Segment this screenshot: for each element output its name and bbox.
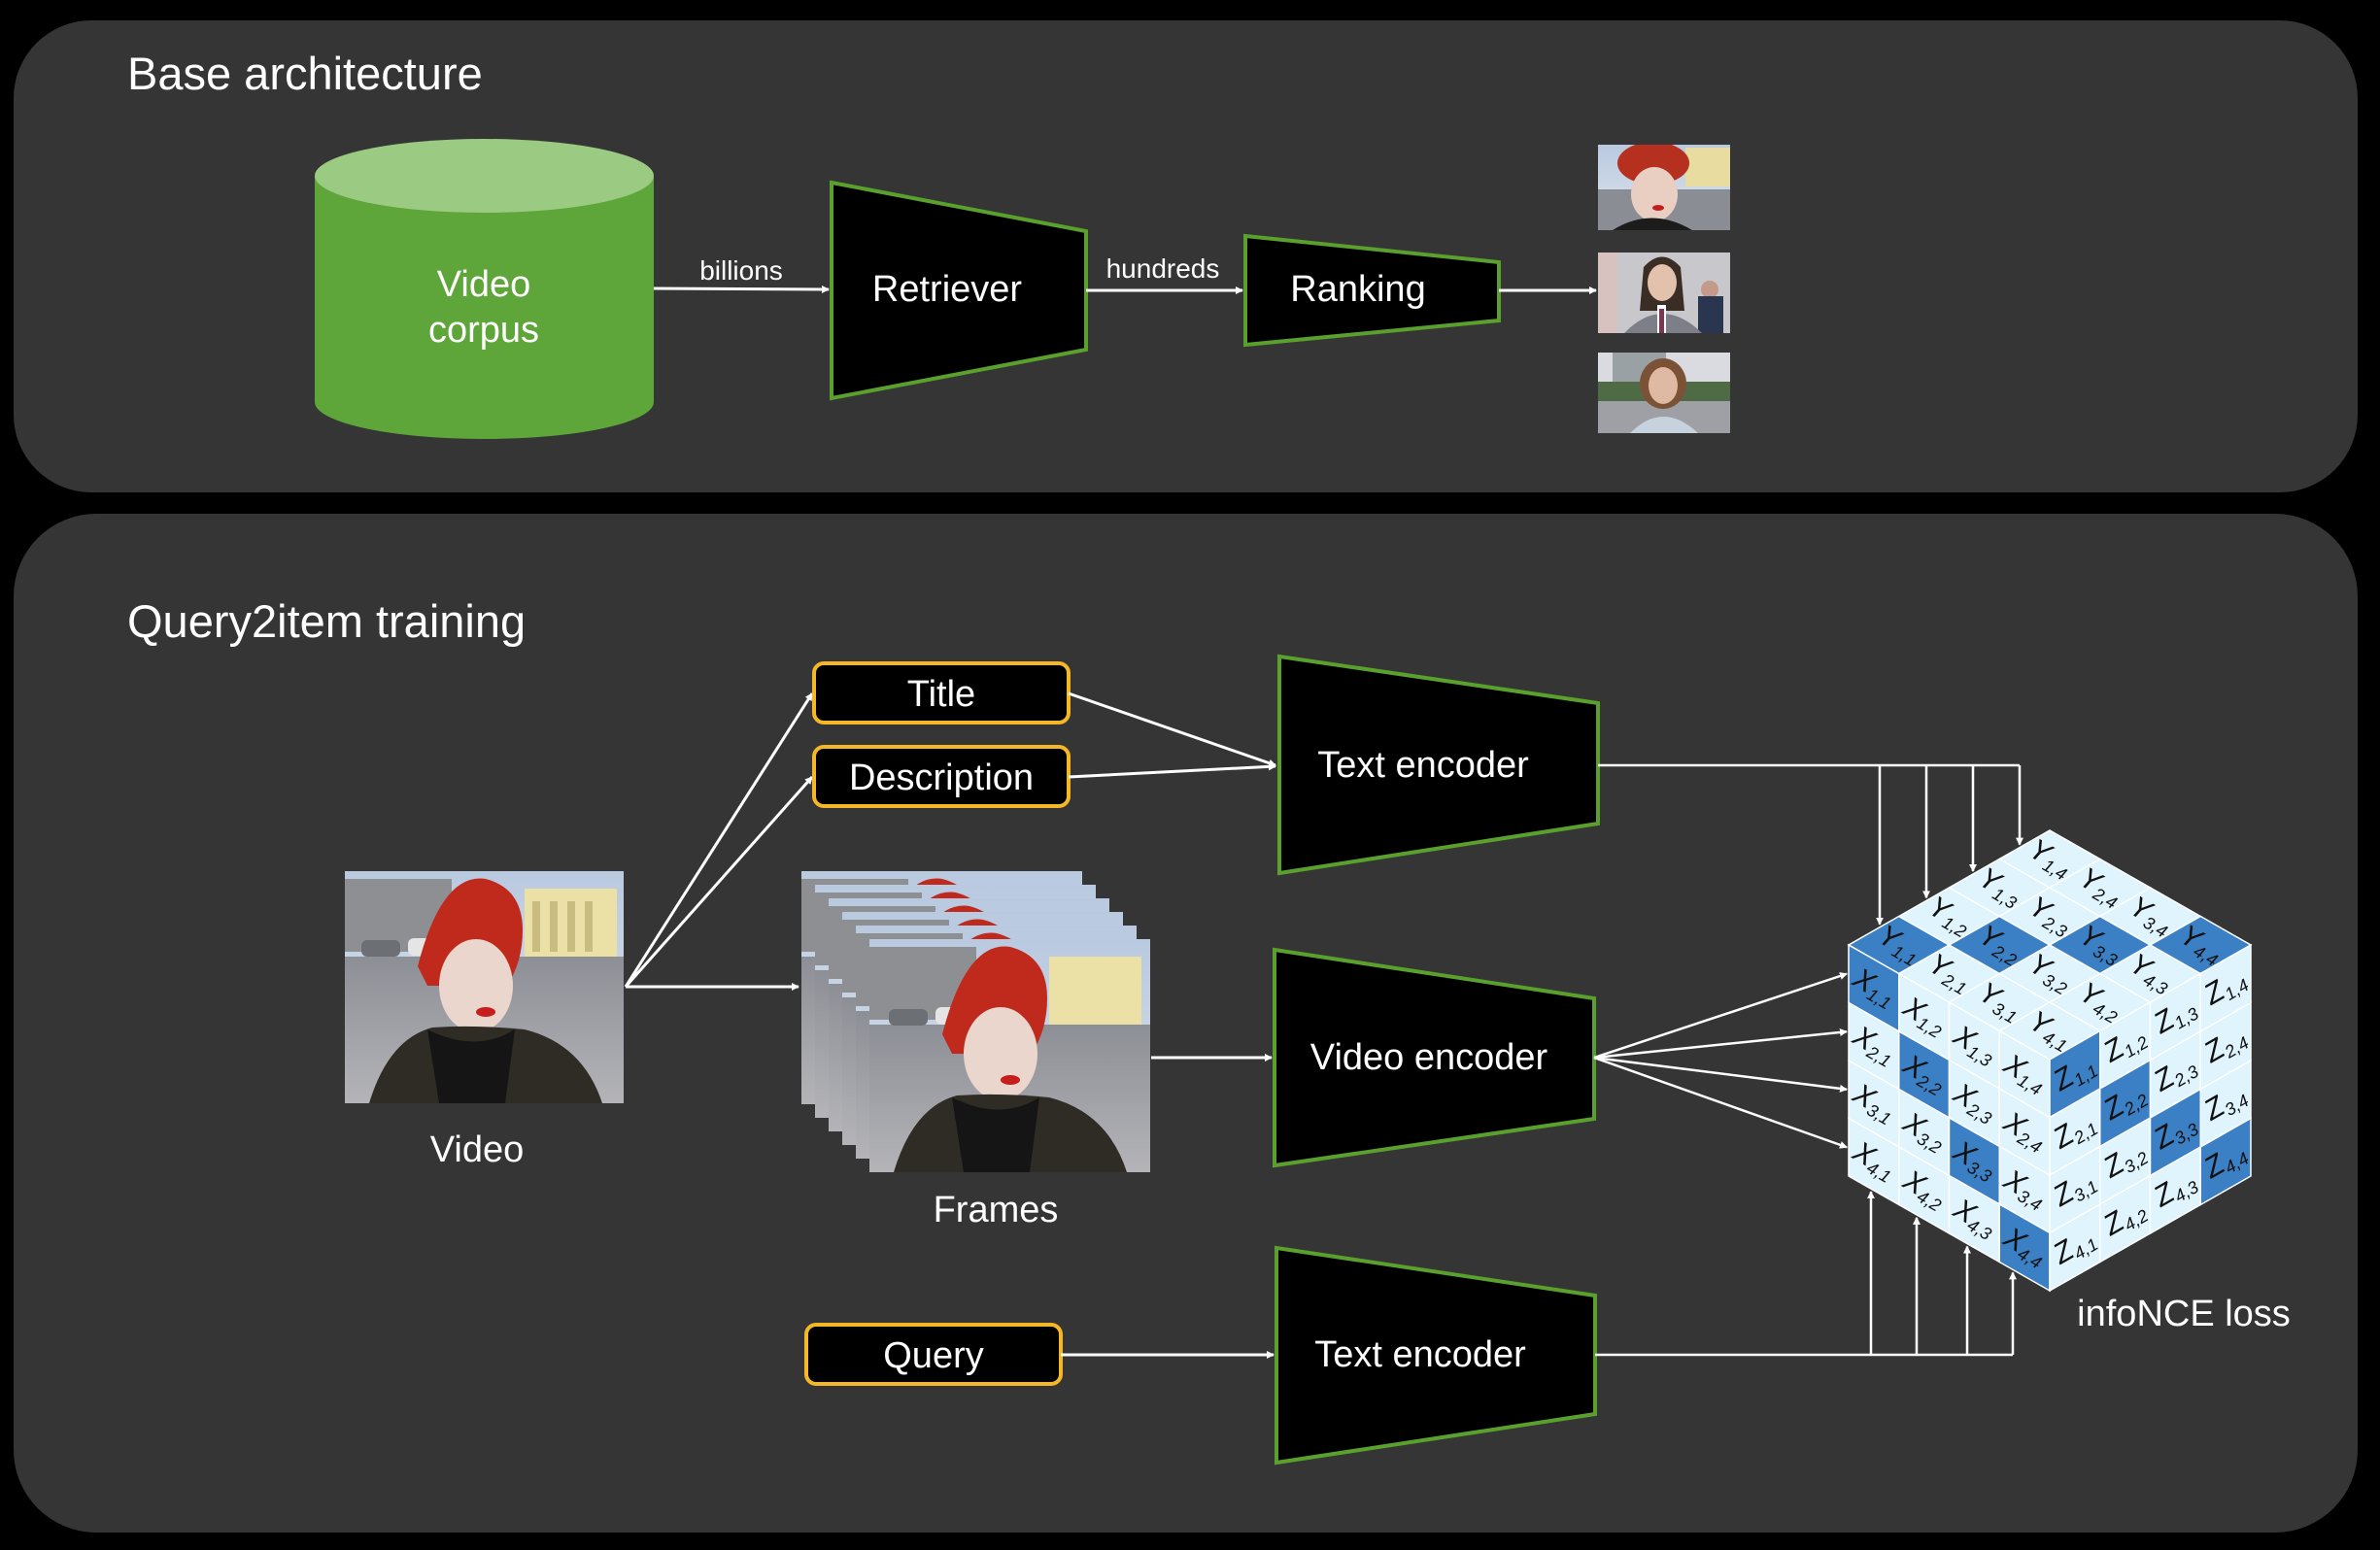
query-input-box[interactable]: Query	[804, 1323, 1063, 1386]
connector-to-x-row-4	[1593, 1056, 1848, 1149]
connector-to-x-row-3	[1593, 1056, 1848, 1093]
cube-cell-z-1-2: Z1,2	[2097, 1000, 2152, 1091]
arrow-title-to-text-encoder	[1068, 691, 1276, 767]
text-encoder-top-label: Text encoder	[1317, 745, 1529, 786]
frames-label: Frames	[934, 1190, 1059, 1230]
cube-cell-z-4-4: Z4,4	[2197, 1117, 2252, 1206]
cube-cell-x-1-3: X1,3	[1947, 1000, 2002, 1091]
result-thumbnail-1[interactable]	[1598, 142, 1730, 230]
video-corpus-cylinder: Video corpus	[315, 139, 654, 439]
result-thumbnail-2[interactable]	[1598, 253, 1730, 333]
query-box-label: Query	[883, 1335, 983, 1376]
connectors	[1593, 763, 2023, 1357]
arrow-corpus-to-retriever	[653, 285, 830, 293]
frame-6	[869, 939, 1150, 1172]
arrow-video-to-description	[624, 776, 814, 988]
cube-cell-z-2-1: Z2,1	[2047, 1087, 2101, 1177]
arrow-video-to-title	[624, 692, 814, 988]
ranking-label: Ranking	[1290, 269, 1425, 310]
text-encoder-bottom-label: Text encoder	[1314, 1334, 1526, 1375]
connector-to-x-row-1	[1593, 972, 1848, 1060]
video-corpus-label-line2: corpus	[428, 310, 539, 351]
base-architecture-title: Base architecture	[127, 48, 483, 99]
arrow-description-to-text-encoder	[1068, 762, 1276, 779]
description-input-box[interactable]: Description	[812, 745, 1071, 808]
cube-cell-x-3-4: X3,4	[1996, 1145, 2053, 1234]
cube-cell-x-4-1: X4,1	[1846, 1117, 1901, 1206]
title-input-box[interactable]: Title	[812, 661, 1071, 724]
video-label: Video	[430, 1129, 525, 1170]
frames-stack	[801, 871, 1150, 1172]
cube-cell-z-4-2: Z4,2	[2097, 1174, 2152, 1264]
cube-cell-z-3-3: Z3,3	[2148, 1088, 2202, 1177]
retriever-label: Retriever	[872, 269, 1022, 310]
edge-label-billions: billions	[699, 255, 783, 286]
ranking-block	[1243, 233, 1501, 348]
cube-cell-y-3-3: Y3,3	[2048, 915, 2153, 975]
text-encoder-bottom-block	[1275, 1245, 1597, 1466]
query2item-title: Query2item training	[127, 595, 526, 647]
video-encoder-block	[1273, 947, 1596, 1168]
description-box-label: Description	[849, 758, 1034, 798]
edge-label-hundreds: hundreds	[1106, 253, 1220, 284]
title-box-label: Title	[907, 674, 975, 715]
panel-query2item-training	[14, 514, 2358, 1533]
infonce-loss-label: infoNCE loss	[2077, 1294, 2291, 1334]
cube-cell-x-4-3: X4,3	[1947, 1174, 2002, 1264]
video-corpus-label-line1: Video	[437, 264, 531, 305]
video-thumbnail[interactable]	[345, 871, 624, 1103]
text-encoder-top-block	[1277, 654, 1600, 876]
connector-to-x-row-2	[1593, 1028, 1848, 1060]
result-thumbnail-3[interactable]	[1598, 353, 1730, 433]
retriever-block	[830, 180, 1088, 401]
cube-cell-x-4-2: X4,2	[1896, 1145, 1952, 1235]
cube-face-right: Z1,1Z2,1Z3,1Z4,1Z1,2Z2,2Z3,2Z4,2Z1,3Z2,3…	[2047, 943, 2252, 1293]
video-encoder-label: Video encoder	[1310, 1037, 1548, 1078]
cube-face-left: X1,1X2,1X3,1X4,1X1,2X2,2X3,2X4,2X1,3X2,3…	[1846, 943, 2053, 1293]
cube-cell-x-4-4: X4,4	[1996, 1202, 2053, 1293]
